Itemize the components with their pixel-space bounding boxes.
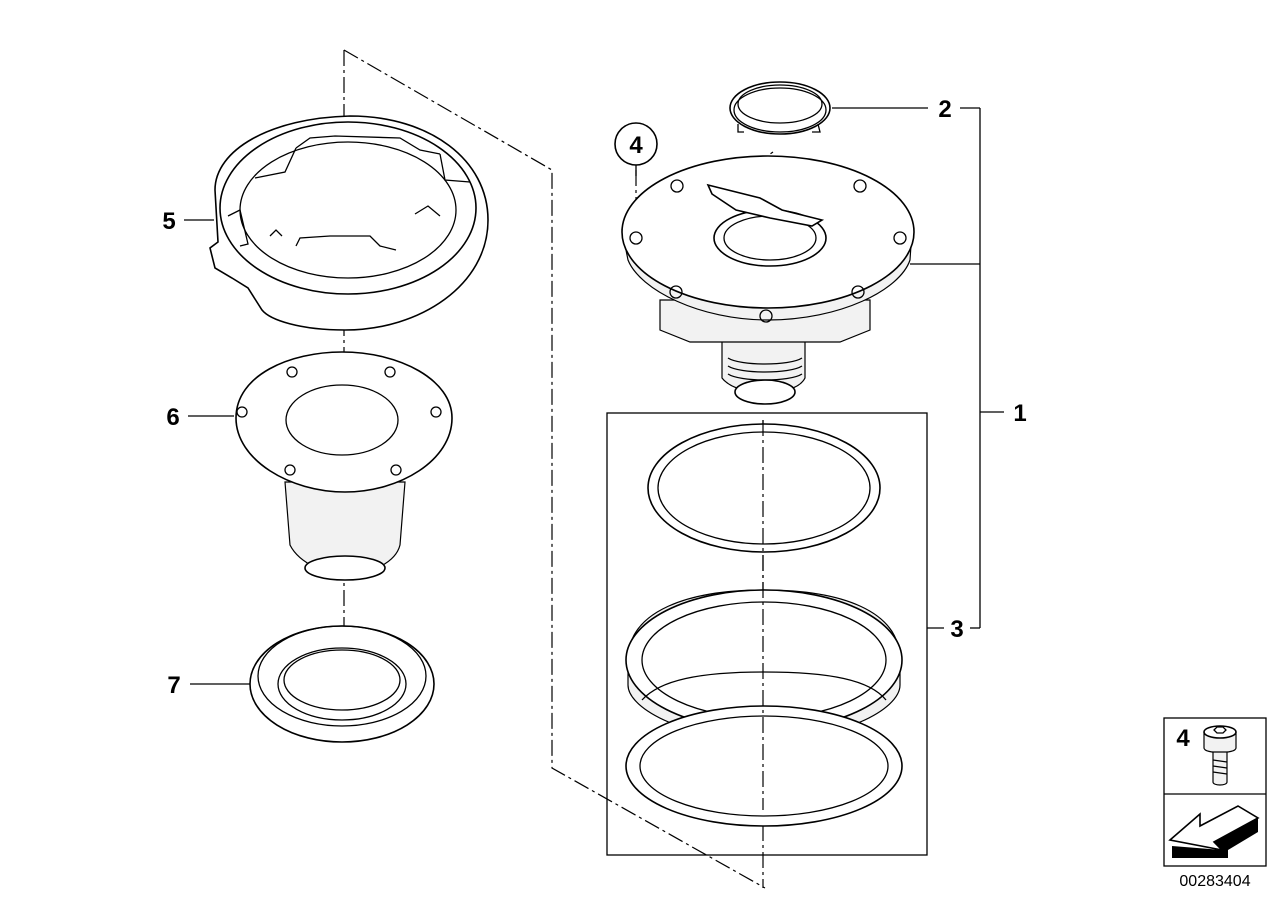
screw-icon xyxy=(1203,725,1237,786)
part-1-filler-cap xyxy=(621,155,915,405)
label-part-6: 6 xyxy=(166,404,179,431)
part-7-gasket-seal xyxy=(249,625,435,743)
label-part-4-callout: 4 xyxy=(629,132,643,159)
direction-arrow-icon xyxy=(1168,805,1260,858)
part-3-seal-kit xyxy=(606,412,928,856)
label-part-2: 2 xyxy=(938,96,951,123)
part-2-retaining-ring xyxy=(729,81,831,135)
leader-lines xyxy=(184,107,1004,685)
legend-part-number: 4 xyxy=(1176,725,1190,752)
label-part-1: 1 xyxy=(1013,400,1026,427)
part-6-tank-flange xyxy=(235,351,453,581)
callout-circle xyxy=(614,122,658,166)
callout-labels: 2 1 3 4 5 6 7 xyxy=(162,96,1026,699)
label-part-3: 3 xyxy=(950,616,963,643)
part-5-tank-ring xyxy=(209,115,489,331)
label-part-7: 7 xyxy=(167,672,180,699)
legend-box: 4 xyxy=(1163,717,1267,867)
image-code: 00283404 xyxy=(1179,873,1250,890)
label-part-5: 5 xyxy=(162,208,175,235)
